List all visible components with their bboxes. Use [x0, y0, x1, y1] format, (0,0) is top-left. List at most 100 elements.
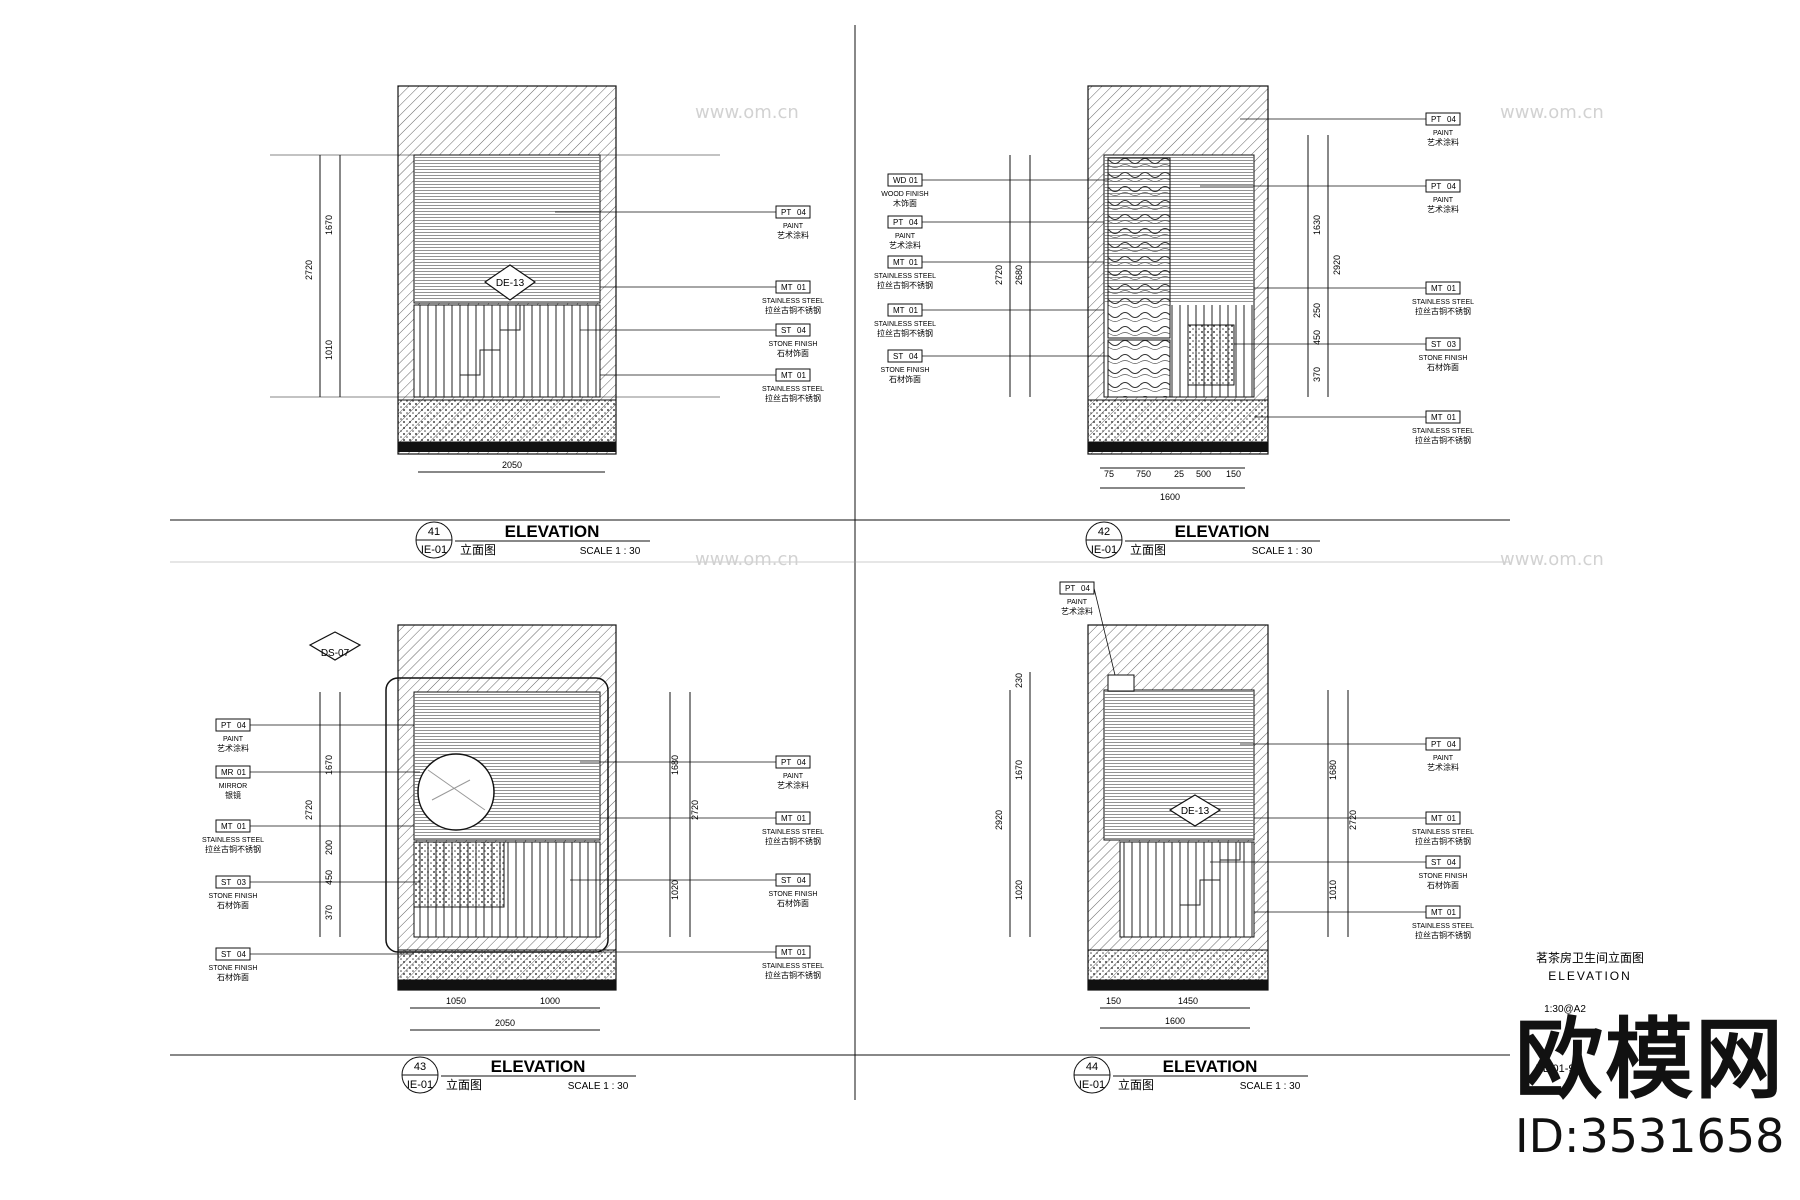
svg-text:PT: PT — [221, 721, 231, 730]
svg-text:WD: WD — [893, 176, 907, 185]
svg-text:PAINT: PAINT — [1433, 197, 1454, 204]
svg-text:04: 04 — [797, 876, 806, 885]
svg-text:01: 01 — [797, 948, 806, 957]
watermark-site-4: www.om.cn — [1500, 549, 1604, 570]
p42-h-250: 250 — [1312, 303, 1322, 318]
svg-text:04: 04 — [237, 721, 246, 730]
svg-text:ST: ST — [221, 950, 231, 959]
svg-text:STAINLESS STEEL: STAINLESS STEEL — [202, 837, 264, 844]
svg-text:MT: MT — [893, 306, 905, 315]
p44-h-1670: 1670 — [1014, 760, 1024, 780]
p42-number: 42 — [1098, 526, 1110, 538]
p43-h-200: 200 — [324, 840, 334, 855]
p43-title: ELEVATION — [491, 1057, 586, 1076]
svg-text:石材饰面: 石材饰面 — [777, 898, 809, 908]
p44-sheet: IE-01 — [1079, 1079, 1105, 1091]
svg-text:MR: MR — [221, 768, 234, 777]
p42-h-370: 370 — [1312, 367, 1322, 382]
sheet-number: EL-01-9 — [1535, 1063, 1574, 1075]
svg-text:PT: PT — [781, 758, 791, 767]
svg-text:04: 04 — [909, 352, 918, 361]
p44-subtitle: 立面图 — [1118, 1077, 1154, 1092]
p42-title: ELEVATION — [1175, 522, 1270, 541]
p43-w-2050: 2050 — [495, 1018, 515, 1028]
watermark-brand: 欧模网 ID:3531658 — [1515, 1012, 1800, 1192]
p43-sheet: IE-01 — [407, 1079, 433, 1091]
svg-text:石材饰面: 石材饰面 — [217, 900, 249, 910]
svg-text:艺术涂料: 艺术涂料 — [1061, 606, 1093, 616]
svg-text:艺术涂料: 艺术涂料 — [1427, 204, 1459, 214]
svg-text:01: 01 — [1447, 284, 1456, 293]
p42-subtitle: 立面图 — [1130, 542, 1166, 557]
svg-text:PT: PT — [1431, 182, 1441, 191]
p42-h-450: 450 — [1312, 330, 1322, 345]
svg-text:石材饰面: 石材饰面 — [217, 972, 249, 982]
svg-text:艺术涂料: 艺术涂料 — [1427, 137, 1459, 147]
p43-h-1680: 1680 — [670, 755, 680, 775]
p43-number: 43 — [414, 1061, 426, 1073]
p41-h-2720: 2720 — [304, 260, 314, 280]
p43-subtitle: 立面图 — [446, 1077, 482, 1092]
p42-w-150: 150 — [1226, 469, 1241, 479]
svg-text:04: 04 — [1447, 182, 1456, 191]
watermark-id: ID:3531658 — [1515, 1109, 1785, 1163]
p41-number: 41 — [428, 526, 440, 538]
svg-text:STAINLESS STEEL: STAINLESS STEEL — [1412, 829, 1474, 836]
svg-text:PT: PT — [781, 208, 791, 217]
p44-tag-top: PT 04 PAINT 艺术涂料 — [1059, 581, 1116, 676]
svg-text:STAINLESS STEEL: STAINLESS STEEL — [1412, 299, 1474, 306]
p41-width-dim: 2050 — [502, 460, 522, 470]
svg-text:STAINLESS STEEL: STAINLESS STEEL — [1412, 428, 1474, 435]
svg-text:艺术涂料: 艺术涂料 — [777, 780, 809, 790]
p42-sheet: IE-01 — [1091, 544, 1117, 556]
svg-text:04: 04 — [237, 950, 246, 959]
p44-h-2920: 2920 — [994, 810, 1004, 830]
p44-marker: DE-13 — [1181, 806, 1210, 817]
svg-text:ST: ST — [221, 878, 231, 887]
svg-text:MIRROR: MIRROR — [219, 783, 247, 790]
p43-tags-right: PT 04 PAINT 艺术涂料 MT 01 STAINLESS STEEL 拉… — [570, 755, 824, 980]
svg-text:拉丝古铜不锈钢: 拉丝古铜不锈钢 — [1415, 836, 1471, 846]
p41-tag-0: PT 04 PAINT 艺术涂料 — [555, 205, 811, 240]
svg-text:艺术涂料: 艺术涂料 — [1427, 762, 1459, 772]
svg-text:MT: MT — [893, 258, 905, 267]
svg-text:拉丝古铜不锈钢: 拉丝古铜不锈钢 — [1415, 306, 1471, 316]
watermark-logo: 欧模网 — [1515, 1008, 1786, 1111]
p41-tag-1: MT 01 STAINLESS STEEL 拉丝古铜不锈钢 — [600, 280, 824, 315]
p42-h-2680: 2680 — [1014, 265, 1024, 285]
p44-scale: SCALE 1 : 30 — [1240, 1081, 1301, 1092]
panel-42: 75 750 25 500 150 1600 2720 2680 1630 29… — [874, 85, 1474, 559]
p42-tags-right: PT 04 PAINT 艺术涂料 PT 04 PAINT 艺术涂料 MT 01 … — [1200, 112, 1474, 445]
svg-text:04: 04 — [1447, 858, 1456, 867]
p43-h-2720b: 2720 — [690, 800, 700, 820]
svg-text:MT: MT — [1431, 284, 1443, 293]
watermarks: www.om.cn www.om.cn www.om.cn www.om.cn — [695, 102, 1604, 570]
svg-text:PAINT: PAINT — [1433, 130, 1454, 137]
svg-text:拉丝古铜不锈钢: 拉丝古铜不锈钢 — [765, 393, 821, 403]
svg-text:STAINLESS STEEL: STAINLESS STEEL — [1412, 923, 1474, 930]
svg-text:PAINT: PAINT — [783, 223, 804, 230]
svg-text:拉丝古铜不锈钢: 拉丝古铜不锈钢 — [765, 305, 821, 315]
svg-text:艺术涂料: 艺术涂料 — [217, 743, 249, 753]
svg-text:拉丝古铜不锈钢: 拉丝古铜不锈钢 — [877, 280, 933, 290]
svg-text:01: 01 — [909, 306, 918, 315]
p43-h-370: 370 — [324, 905, 334, 920]
svg-text:STONE FINISH: STONE FINISH — [1419, 355, 1468, 362]
svg-text:拉丝古铜不锈钢: 拉丝古铜不锈钢 — [1415, 930, 1471, 940]
p43-tags-left: PT 04 PAINT 艺术涂料 MR 01 MIRROR 银镜 MT 01 S… — [202, 718, 420, 982]
p42-h-2720: 2720 — [994, 265, 1004, 285]
p43-scale: SCALE 1 : 30 — [568, 1081, 629, 1092]
svg-text:04: 04 — [797, 326, 806, 335]
svg-text:ST: ST — [781, 876, 791, 885]
svg-text:PAINT: PAINT — [223, 736, 244, 743]
p41-tag-2: ST 04 STONE FINISH 石材饰面 — [580, 323, 817, 358]
svg-text:01: 01 — [1447, 908, 1456, 917]
svg-text:PT: PT — [893, 218, 903, 227]
p41-subtitle: 立面图 — [460, 542, 496, 557]
p41-marker: DE-13 — [496, 278, 525, 289]
svg-text:MT: MT — [781, 371, 793, 380]
p42-w-500: 500 — [1196, 469, 1211, 479]
svg-text:ST: ST — [1431, 340, 1441, 349]
svg-text:ST: ST — [781, 326, 791, 335]
svg-text:艺术涂料: 艺术涂料 — [889, 240, 921, 250]
